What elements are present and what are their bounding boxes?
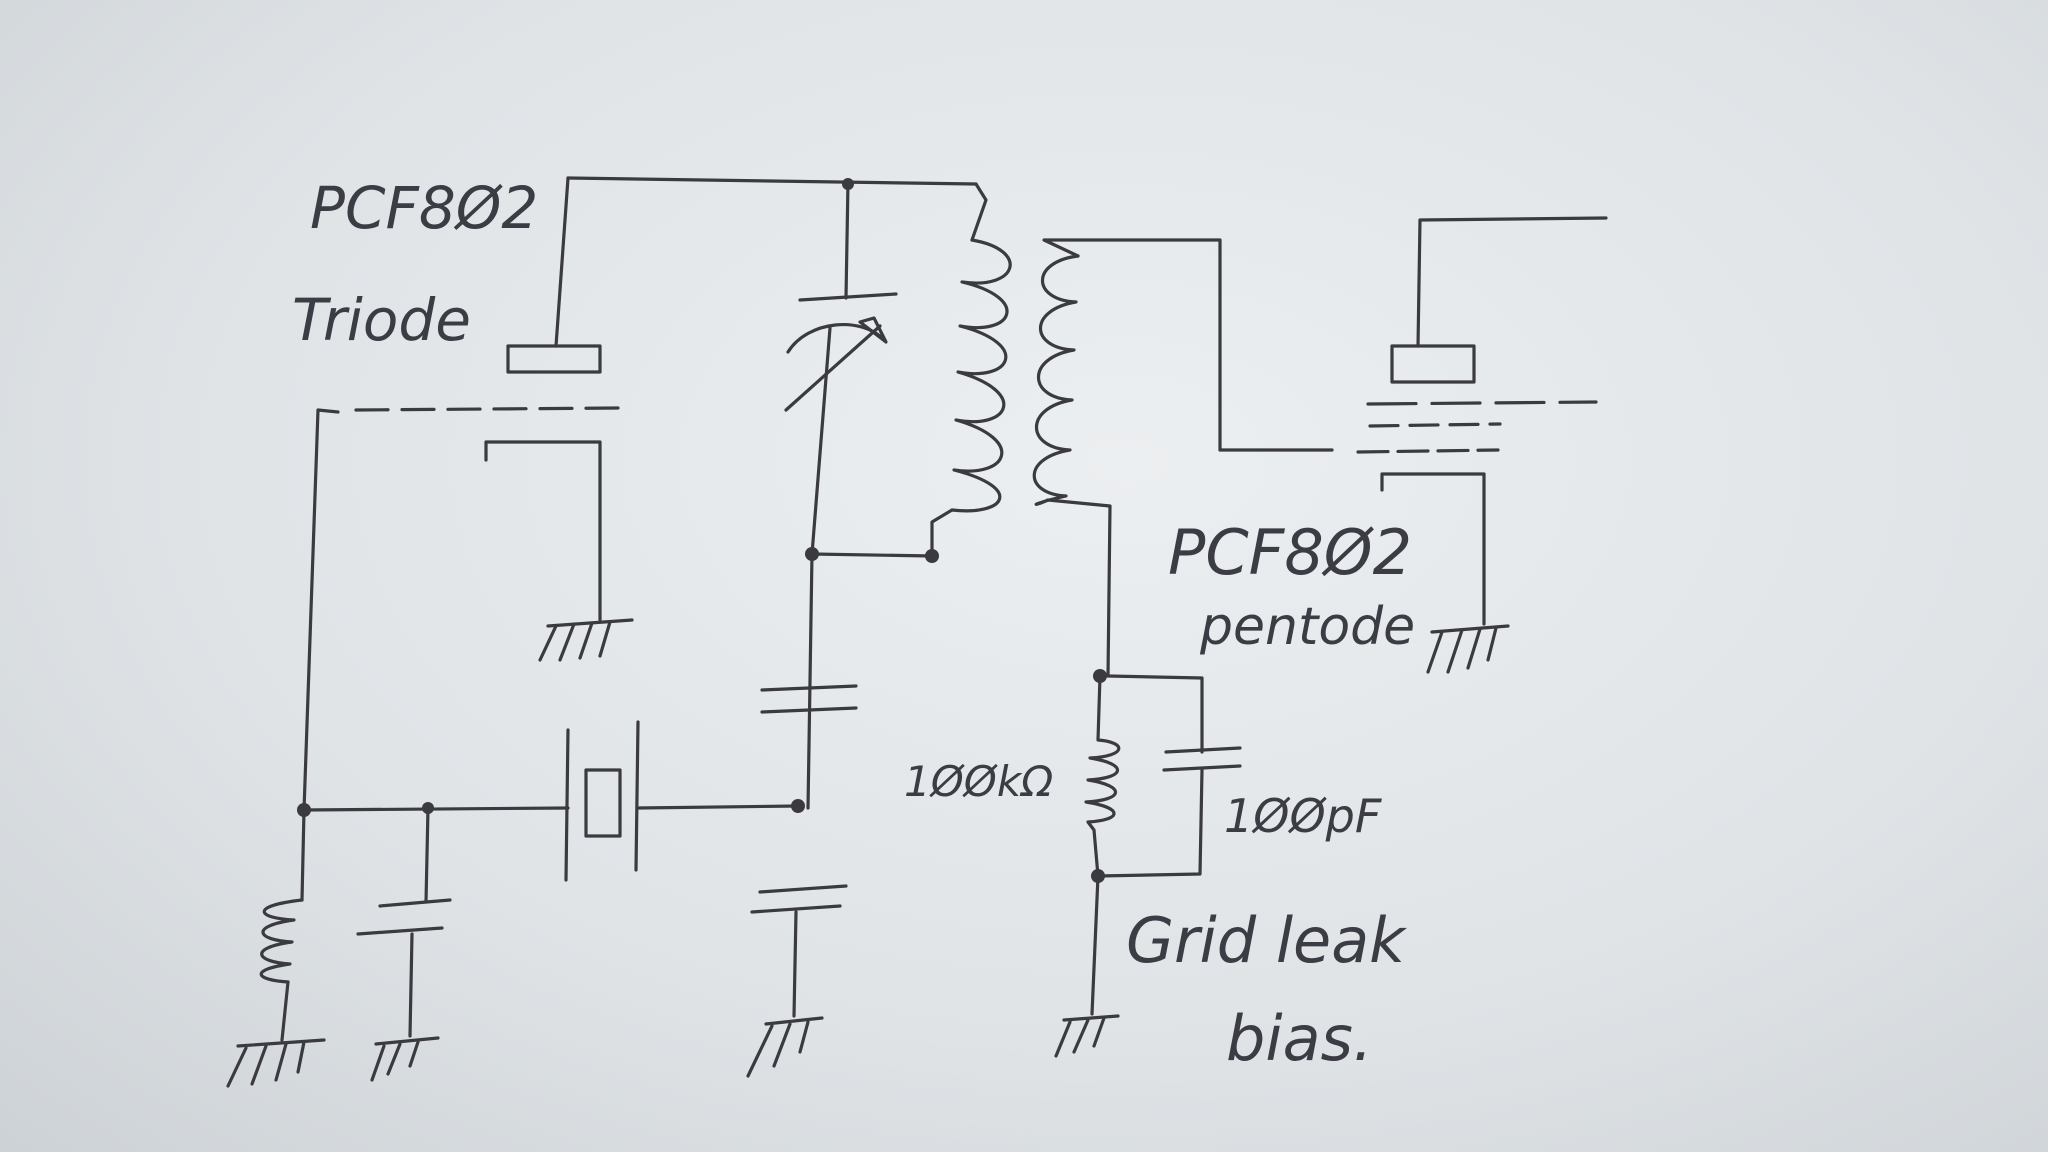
crystal-right-wire [636, 804, 800, 810]
secondary-to-gridleak-wire [1046, 498, 1112, 678]
gridleak-cap-lower-wire [1096, 768, 1204, 878]
crystal-plate-left [564, 728, 570, 882]
lower-cap-ground-lead [792, 910, 798, 1018]
junction-dot-crystal-right [791, 799, 805, 813]
crystal-symbol [564, 720, 640, 882]
crystal-left-wire [302, 806, 570, 812]
var-cap-arrow-line [784, 324, 882, 412]
junction-dot-top [842, 178, 854, 190]
var-cap-lower-lead [806, 326, 832, 810]
lower-cap-ground [746, 1016, 824, 1078]
tank-bottom-wire [810, 552, 934, 558]
triode-cathode [484, 440, 602, 622]
triode-tube-label: PCF8Ø2 [310, 174, 538, 242]
grid-resistor-ground [226, 1038, 326, 1088]
gridleak-ground [1054, 1014, 1120, 1058]
pentode-plate [1390, 344, 1476, 384]
junction-dot-tank [805, 547, 819, 561]
crystal-plate-right [634, 720, 640, 872]
grid-leak-note-line1: Grid leak [1126, 904, 1407, 977]
feedback-cap-plate-top [760, 684, 858, 692]
pentode-tube-label: PCF8Ø2 [1168, 516, 1412, 589]
junction-dot-grid [297, 803, 311, 817]
transformer-secondary-coil [1032, 254, 1080, 506]
junction-dot-gridcap [422, 802, 434, 814]
capacitor-value-label: 1ØØpF [1224, 789, 1382, 843]
gridleak-resistor [1084, 674, 1121, 878]
grid-resistor-upper-lead [300, 808, 306, 902]
triode-cathode-ground [538, 618, 634, 662]
var-cap-upper-lead [844, 180, 850, 300]
grid-cap-plate-top [378, 898, 452, 908]
primary-top-lead [970, 182, 988, 242]
pentode-cathode-ground [1426, 624, 1510, 674]
pentode-grid-2 [1368, 422, 1502, 428]
top-rail-wire [566, 176, 978, 186]
triode-plate [506, 344, 602, 374]
pentode-plate-lead [1416, 216, 1608, 348]
transformer-primary-coil [950, 238, 1012, 513]
feedback-cap-plate-bottom [760, 706, 858, 714]
pentode-cathode [1380, 472, 1486, 626]
grid-resistor [259, 898, 304, 984]
pentode-tube-symbol [1356, 344, 1598, 626]
junction-dot-gridleak-top [1093, 669, 1107, 683]
triode-type-label: Triode [292, 286, 471, 354]
secondary-to-pentode-grid-wire [1042, 238, 1334, 452]
lower-cap-plate-top [758, 884, 848, 894]
resistor-value-label: 1ØØkΩ [904, 757, 1053, 806]
grid-resistor-lower-lead [280, 980, 290, 1042]
junction-dot-primary [925, 549, 939, 563]
triode-tube-symbol [354, 344, 622, 622]
grid-cap-plate-bottom [356, 926, 444, 936]
gridleak-ground-lead [1090, 874, 1100, 1016]
crystal-body [584, 768, 622, 838]
gridleak-cap-plate-top [1164, 746, 1242, 754]
triode-grid-lead [302, 408, 340, 812]
pentode-type-label: pentode [1199, 597, 1415, 657]
grid-cap-upper-lead [424, 806, 430, 904]
gridleak-cap-plate-bottom [1162, 764, 1242, 772]
primary-bottom-lead [930, 508, 954, 558]
var-cap-plate-top [798, 292, 898, 302]
grid-leak-note-line2: bias. [1226, 1002, 1373, 1075]
grid-cap-ground [370, 1036, 440, 1082]
triode-grid [354, 406, 622, 412]
var-cap-arrowhead [858, 316, 888, 344]
grid-cap-lower-lead [408, 932, 414, 1038]
lower-cap-plate-bottom [750, 904, 842, 914]
triode-plate-lead [554, 176, 570, 348]
gridleak-top-wire [1106, 674, 1204, 754]
pentode-grid-1 [1366, 400, 1598, 406]
pentode-grid-3 [1356, 448, 1500, 454]
junction-dot-gridleak-bottom [1091, 869, 1105, 883]
